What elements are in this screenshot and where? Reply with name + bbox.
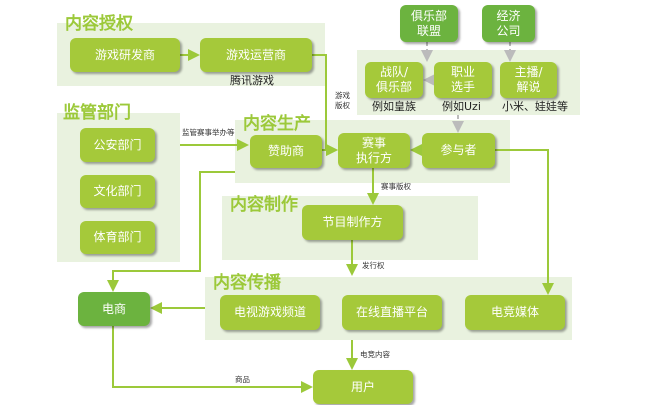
label-goods: 商品 xyxy=(235,375,250,384)
label-regulate: 监管赛事举办等 xyxy=(182,128,235,137)
node-producer[interactable]: 节目制作方 xyxy=(302,205,403,240)
team-example: 例如皇族 xyxy=(372,100,416,113)
streamer-example: 小米、娃娃等 xyxy=(502,100,568,113)
node-developer[interactable]: 游戏研发商 xyxy=(70,38,180,72)
operator-example: 腾讯游戏 xyxy=(230,74,274,87)
node-sports[interactable]: 体育部门 xyxy=(80,221,155,254)
node-police[interactable]: 公安部门 xyxy=(80,128,155,162)
label-content: 电竞内容 xyxy=(360,350,390,359)
node-media[interactable]: 电竞媒体 xyxy=(465,295,565,330)
section-title-authorization: 内容授权 xyxy=(65,14,133,34)
node-league[interactable]: 俱乐部 联盟 xyxy=(400,5,458,42)
label-publish: 发行权 xyxy=(362,261,385,270)
player-example: 例如Uzi xyxy=(442,100,481,113)
node-team[interactable]: 战队/ 俱乐部 xyxy=(365,62,423,98)
node-culture[interactable]: 文化部门 xyxy=(80,175,155,208)
node-organizer[interactable]: 赛事 执行方 xyxy=(338,133,410,168)
label-game-copyright: 游戏 版权 xyxy=(335,91,350,110)
section-title-production: 内容生产 xyxy=(243,114,311,134)
node-participant[interactable]: 参与者 xyxy=(422,133,495,168)
node-operator[interactable]: 游戏运营商 xyxy=(200,38,312,72)
section-title-distribution: 内容传播 xyxy=(213,273,281,293)
node-player[interactable]: 职业 选手 xyxy=(434,62,492,98)
node-sponsor[interactable]: 赞助商 xyxy=(250,135,322,168)
node-agency[interactable]: 经济 公司 xyxy=(482,5,535,42)
node-live[interactable]: 在线直播平台 xyxy=(342,295,442,330)
label-event-copyright: 赛事版权 xyxy=(381,182,411,191)
section-title-making: 内容制作 xyxy=(230,195,298,215)
node-ecommerce[interactable]: 电商 xyxy=(78,292,150,326)
section-title-regulation: 监管部门 xyxy=(63,103,131,123)
node-tv[interactable]: 电视游戏频道 xyxy=(220,295,320,330)
node-user[interactable]: 用户 xyxy=(313,370,413,404)
node-streamer[interactable]: 主播/ 解说 xyxy=(500,62,557,98)
